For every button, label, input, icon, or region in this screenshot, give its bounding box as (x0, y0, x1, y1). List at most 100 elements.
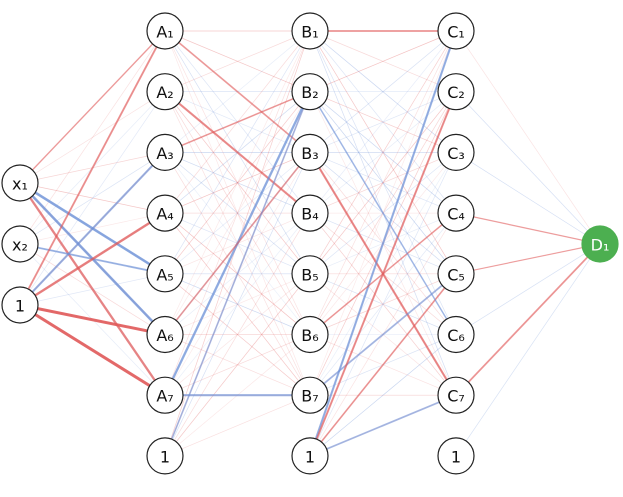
node-circle (1, 225, 39, 263)
node-circle (291, 376, 329, 414)
strong-edge-B6-C4 (309, 212, 457, 336)
node-label: A₃ (156, 144, 173, 163)
node-circle (291, 255, 329, 293)
strong-edge-A6-B3 (164, 151, 311, 336)
node-circle (291, 12, 329, 50)
strong-edge-biasB-C7 (309, 394, 457, 457)
edge-x2-A3 (19, 152, 166, 245)
node-B3: B₃ (291, 133, 329, 171)
node-label: B₆ (301, 326, 318, 345)
node-circle (1, 164, 39, 202)
edge-A4-B3 (164, 152, 311, 214)
edge-A5-B6 (164, 273, 311, 335)
edge-biasA-B7 (164, 394, 311, 457)
node-B2: B₂ (291, 73, 329, 111)
node-biasB: 1 (291, 437, 329, 475)
edge-A2-B1 (164, 30, 311, 93)
edge-A2-B5 (164, 91, 311, 275)
node-B4: B₄ (291, 194, 329, 232)
edge-A2-B6 (164, 91, 311, 335)
edge-C2-D1 (455, 91, 601, 245)
node-circle (146, 437, 184, 475)
strong-edge-x1-A1 (19, 30, 166, 184)
node-circle (146, 194, 184, 232)
edge-A5-B2 (164, 91, 311, 275)
node-label: B₂ (301, 83, 318, 102)
edge-B2-C5 (309, 91, 457, 275)
edge-B6-C1 (309, 30, 457, 335)
edge-B4-C3 (309, 152, 457, 214)
node-C7: C₇ (437, 376, 475, 414)
edge-C3-D1 (455, 152, 601, 245)
edge-B1-C4 (309, 30, 457, 214)
node-A6: A₆ (146, 315, 184, 354)
node-circle (291, 315, 329, 354)
node-label: C₁ (447, 23, 465, 42)
node-circle (581, 225, 619, 263)
node-circle (146, 73, 184, 111)
node-circle (437, 315, 475, 354)
node-circle (437, 133, 475, 171)
edge-B4-C1 (309, 30, 457, 214)
node-label: A₅ (156, 265, 173, 284)
node-circle (146, 376, 184, 414)
node-circle (437, 376, 475, 414)
node-bias0: 1 (1, 286, 39, 324)
edge-B2-C1 (309, 30, 457, 93)
edge-A4-B7 (164, 212, 311, 396)
node-circle (146, 133, 184, 171)
node-circle (437, 12, 475, 50)
strong-edge-C7-D1 (455, 243, 601, 396)
node-A3: A₃ (146, 133, 184, 171)
node-label: A₇ (156, 387, 173, 406)
edge-x1-A4 (19, 182, 166, 214)
edge-B4-C7 (309, 212, 457, 396)
node-x2: x₂ (1, 225, 39, 263)
node-D1: D₁ (581, 225, 619, 263)
node-C5: C₅ (437, 255, 475, 293)
strong-edge-C5-D1 (455, 243, 601, 275)
node-circle (437, 73, 475, 111)
node-label: C₆ (447, 326, 465, 345)
edge-biasB-C3 (309, 152, 457, 457)
edge-A7-B1 (164, 30, 311, 396)
edge-B5-C6 (309, 273, 457, 335)
node-circle (146, 315, 184, 354)
node-label: D₁ (591, 236, 610, 255)
node-C6: C₆ (437, 315, 475, 354)
strong-edge-A2-B4 (164, 90, 311, 214)
node-circle (146, 12, 184, 50)
node-circle (291, 194, 329, 232)
node-B5: B₅ (291, 255, 329, 293)
node-B6: B₆ (291, 315, 329, 354)
strong-edge-bias0-A3 (19, 151, 166, 306)
edge-A1-B7 (164, 30, 311, 396)
edge-A6-B5 (164, 273, 311, 335)
node-label: A₁ (156, 23, 173, 42)
edge-bias0-A2 (19, 91, 166, 306)
node-circle (291, 133, 329, 171)
edge-A7-B5 (164, 273, 311, 396)
edge-C1-D1 (455, 30, 601, 245)
node-biasA: 1 (146, 437, 184, 475)
edge-layer (19, 30, 601, 457)
node-B7: B₇ (291, 376, 329, 414)
edge-B1-C2 (309, 30, 457, 93)
node-circle (437, 437, 475, 475)
edge-biasC-D1 (455, 243, 601, 457)
edge-B2-C4 (309, 91, 457, 214)
edge-A5-B7 (164, 273, 311, 396)
node-A7: A₇ (146, 376, 184, 414)
strong-edge-x1-A7 (19, 182, 166, 396)
node-label: 1 (15, 297, 25, 316)
node-label: A₄ (156, 205, 173, 224)
node-label: B₅ (301, 265, 318, 284)
node-circle (291, 437, 329, 475)
node-C1: C₁ (437, 12, 475, 50)
node-A1: A₁ (146, 12, 184, 50)
node-label: 1 (305, 447, 315, 466)
node-circle (146, 255, 184, 293)
edge-B1-C3 (309, 30, 457, 153)
edge-C5-D1 (455, 243, 601, 275)
strong-edge-A3-B2 (164, 90, 311, 154)
